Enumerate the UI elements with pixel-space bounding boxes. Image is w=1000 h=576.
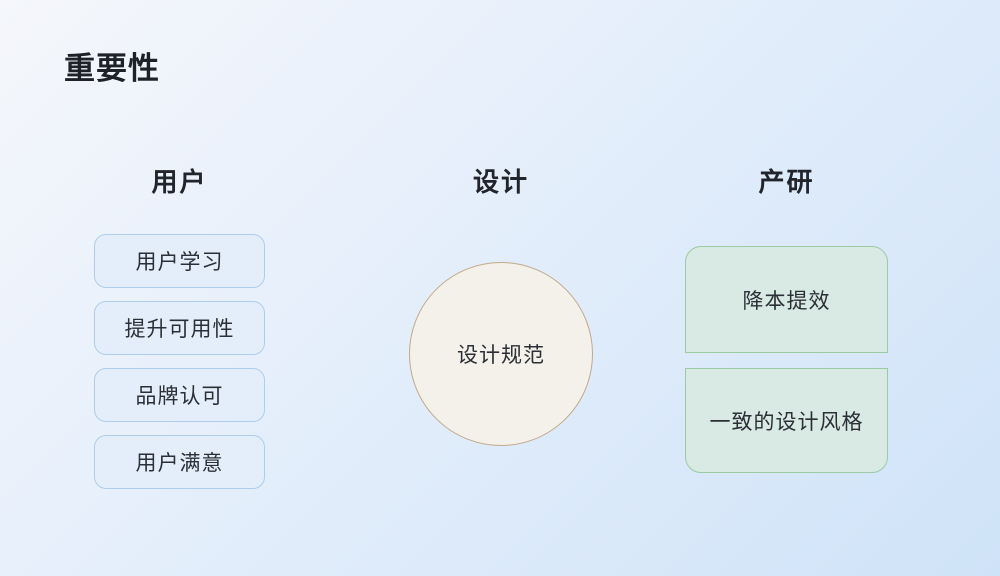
user-box-learning: 用户学习 [94,234,265,288]
column-header-user: 用户 [151,167,208,197]
user-column: 用户学习 提升可用性 品牌认可 用户满意 [94,234,265,489]
column-header-prod: 产研 [758,167,815,197]
prod-column: 降本提效 一致的设计风格 [685,246,888,473]
prod-box-efficiency: 降本提效 [685,246,888,353]
design-spec-circle: 设计规范 [409,262,593,446]
user-box-brand: 品牌认可 [94,368,265,422]
user-box-usability: 提升可用性 [94,301,265,355]
prod-box-consistency: 一致的设计风格 [685,368,888,473]
user-box-satisfaction: 用户满意 [94,435,265,489]
slide-title: 重要性 [64,51,160,86]
column-header-design: 设计 [472,167,529,197]
